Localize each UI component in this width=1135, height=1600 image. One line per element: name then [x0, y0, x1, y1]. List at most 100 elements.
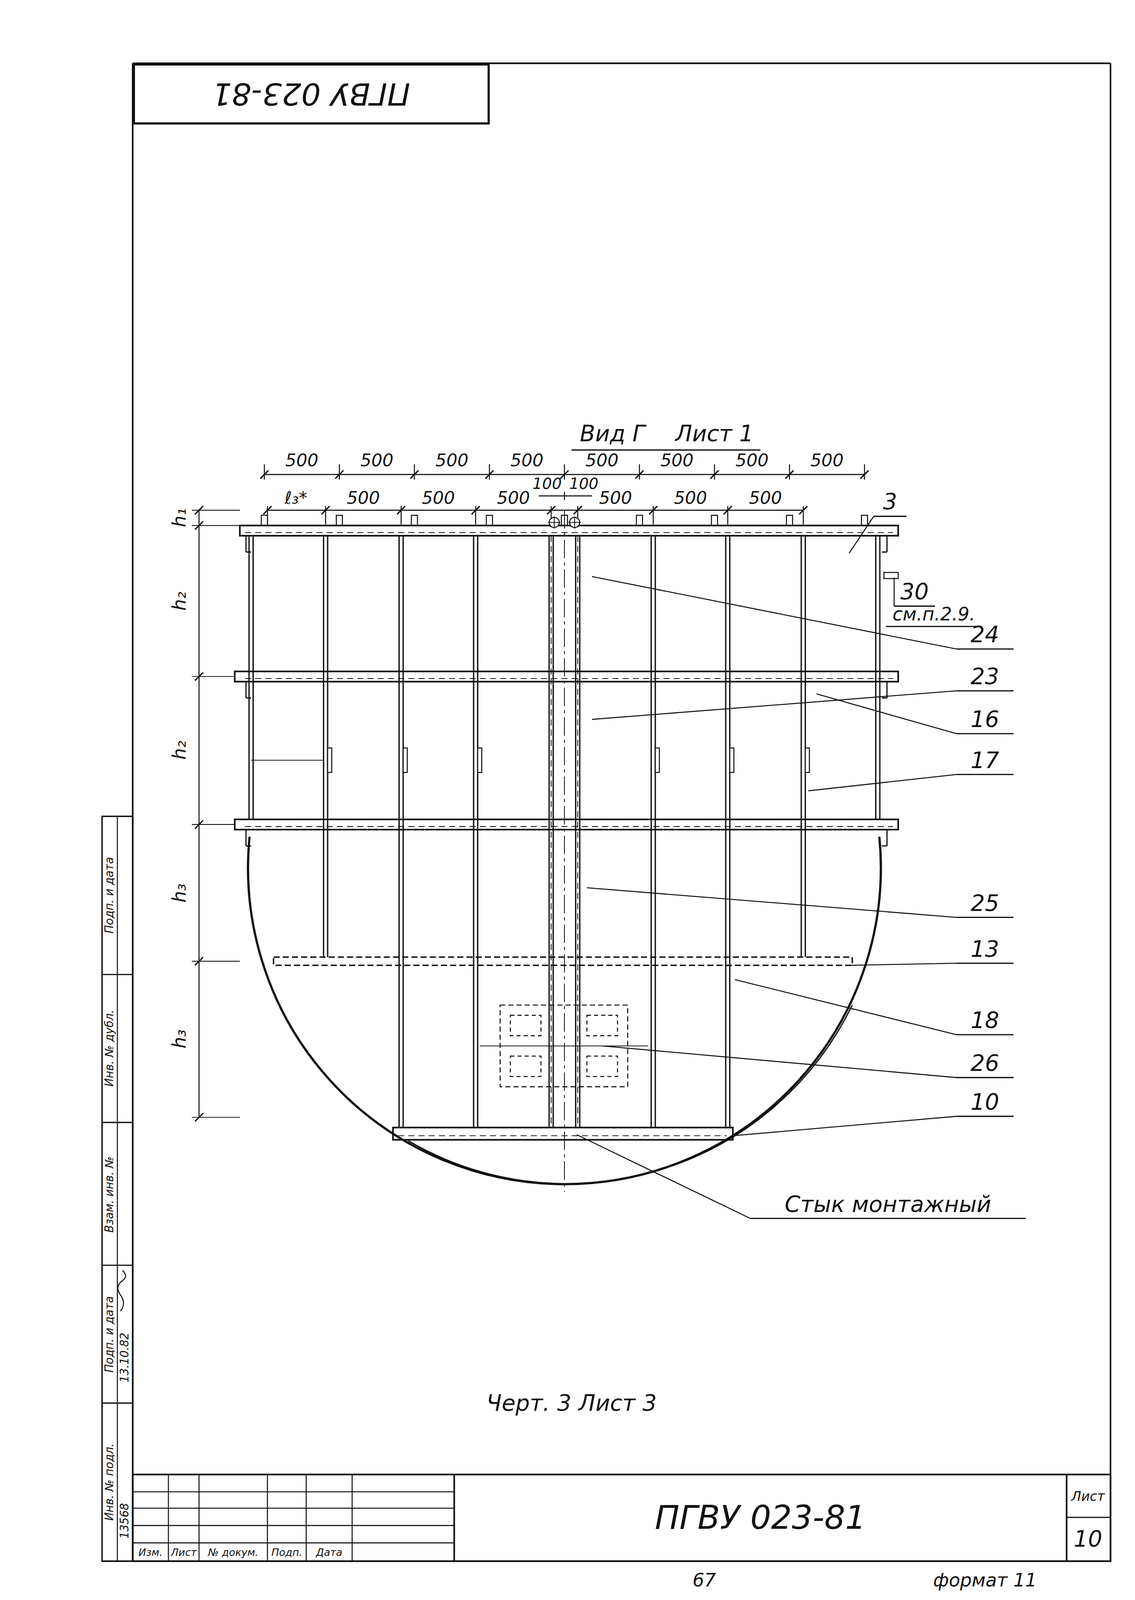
dimension-tick	[723, 505, 732, 515]
bracket	[245, 829, 247, 846]
title-block-line	[266, 1474, 268, 1562]
dimension-tick	[194, 820, 204, 829]
leader-line	[893, 577, 895, 606]
title-block-text: Изм.	[138, 1547, 163, 1558]
title-block-line	[132, 1542, 455, 1544]
bracket	[886, 681, 888, 698]
marker	[553, 516, 555, 529]
title-block	[132, 1474, 1111, 1562]
callout-number: 23	[970, 665, 1000, 688]
dimension: 500	[598, 489, 633, 507]
post	[654, 535, 656, 1128]
bolt	[636, 515, 643, 526]
dimension: 100	[569, 476, 599, 492]
dimension: h₁	[170, 508, 189, 528]
post	[729, 535, 731, 1128]
strip-divider	[117, 816, 118, 1561]
dimension-tick	[573, 505, 582, 515]
strip-divider	[102, 1121, 133, 1124]
extension-line	[325, 505, 326, 525]
dimension: ℓ₃*	[284, 489, 308, 507]
extension-line	[788, 464, 790, 480]
stamp-field: Инв. № подл.	[103, 1443, 116, 1521]
callout-underline	[873, 515, 907, 517]
hidden-line	[245, 532, 894, 533]
callout-number: 13	[970, 937, 1000, 961]
clip-line	[251, 759, 324, 761]
extension-line	[413, 464, 415, 480]
note: см.п.2.9.	[892, 605, 976, 624]
stamp-box: ПГВУ 023-81	[132, 63, 491, 125]
leader-line	[586, 887, 957, 918]
clip	[655, 747, 660, 773]
drawing-number: ПГВУ 023-81	[654, 1501, 866, 1535]
title-block-text: Дата	[315, 1547, 343, 1558]
callout-underline	[956, 733, 1014, 735]
beam	[234, 671, 899, 682]
title-block-line	[198, 1474, 200, 1562]
hidden-line	[245, 678, 894, 679]
title-block-line	[305, 1474, 307, 1562]
clip	[403, 747, 408, 773]
sheet-ref: Лист 1	[675, 422, 754, 445]
callout-number: 30	[900, 580, 929, 603]
title-block-line	[132, 1524, 455, 1526]
dimension-tick	[860, 470, 869, 479]
strip-divider	[102, 1402, 133, 1404]
dimension-tick	[194, 957, 204, 966]
extension-line	[864, 464, 866, 480]
bolt	[336, 515, 343, 526]
stamp-field: Подп. и дата	[103, 1295, 116, 1373]
dimension-line	[539, 495, 592, 497]
hidden-line	[397, 1135, 727, 1136]
dimension-tick	[397, 505, 406, 515]
post	[878, 535, 881, 820]
dimension: 500	[660, 451, 694, 470]
callout-underline	[956, 1034, 1014, 1036]
post	[804, 535, 807, 958]
clip	[477, 747, 482, 773]
callout-number: 26	[970, 1052, 1000, 1075]
panel-detail	[586, 1055, 618, 1077]
strip-divider	[102, 1264, 133, 1267]
dimension-tick	[471, 505, 480, 515]
callout-underline	[956, 1115, 1014, 1118]
beam	[273, 957, 853, 966]
stamp-field: Подп. и дата	[103, 856, 116, 934]
beam	[239, 525, 899, 536]
dimension: 500	[422, 489, 456, 507]
drawing-number: ПГВУ 023-81	[212, 78, 411, 110]
shell-inner	[408, 1004, 853, 1184]
dimension-tick	[485, 470, 494, 479]
dimension: 500	[810, 451, 844, 470]
title-block-line	[351, 1474, 353, 1562]
post	[579, 535, 581, 1128]
extension-line	[727, 505, 729, 525]
title-block-line	[132, 1507, 455, 1509]
dimension: 500	[496, 489, 530, 507]
stamp-value: 13.10.82	[119, 1332, 131, 1383]
title-block-text: № докум.	[207, 1547, 259, 1558]
post	[402, 535, 404, 1128]
stamp-field: Взам. инв. №	[103, 1155, 116, 1232]
dimension: 500	[735, 451, 769, 470]
post	[477, 535, 479, 1128]
post	[574, 535, 577, 1128]
dimension-tick	[194, 505, 204, 515]
pin	[883, 572, 899, 579]
dimension-line	[198, 510, 200, 1118]
bracket	[882, 845, 888, 847]
bolt	[261, 515, 268, 526]
bracket	[882, 551, 888, 553]
dimension: h₃	[170, 1029, 189, 1049]
callout-number: 10	[970, 1091, 1000, 1114]
page-number: 67	[692, 1571, 717, 1590]
dimension-tick	[321, 505, 330, 515]
panel-detail	[510, 1055, 541, 1077]
callout-underline	[956, 962, 1014, 964]
extension-line	[802, 505, 804, 525]
dimension-tick	[263, 505, 272, 515]
beam	[392, 1127, 733, 1140]
callout-number: 16	[970, 708, 1000, 731]
leader-line	[602, 1045, 957, 1078]
